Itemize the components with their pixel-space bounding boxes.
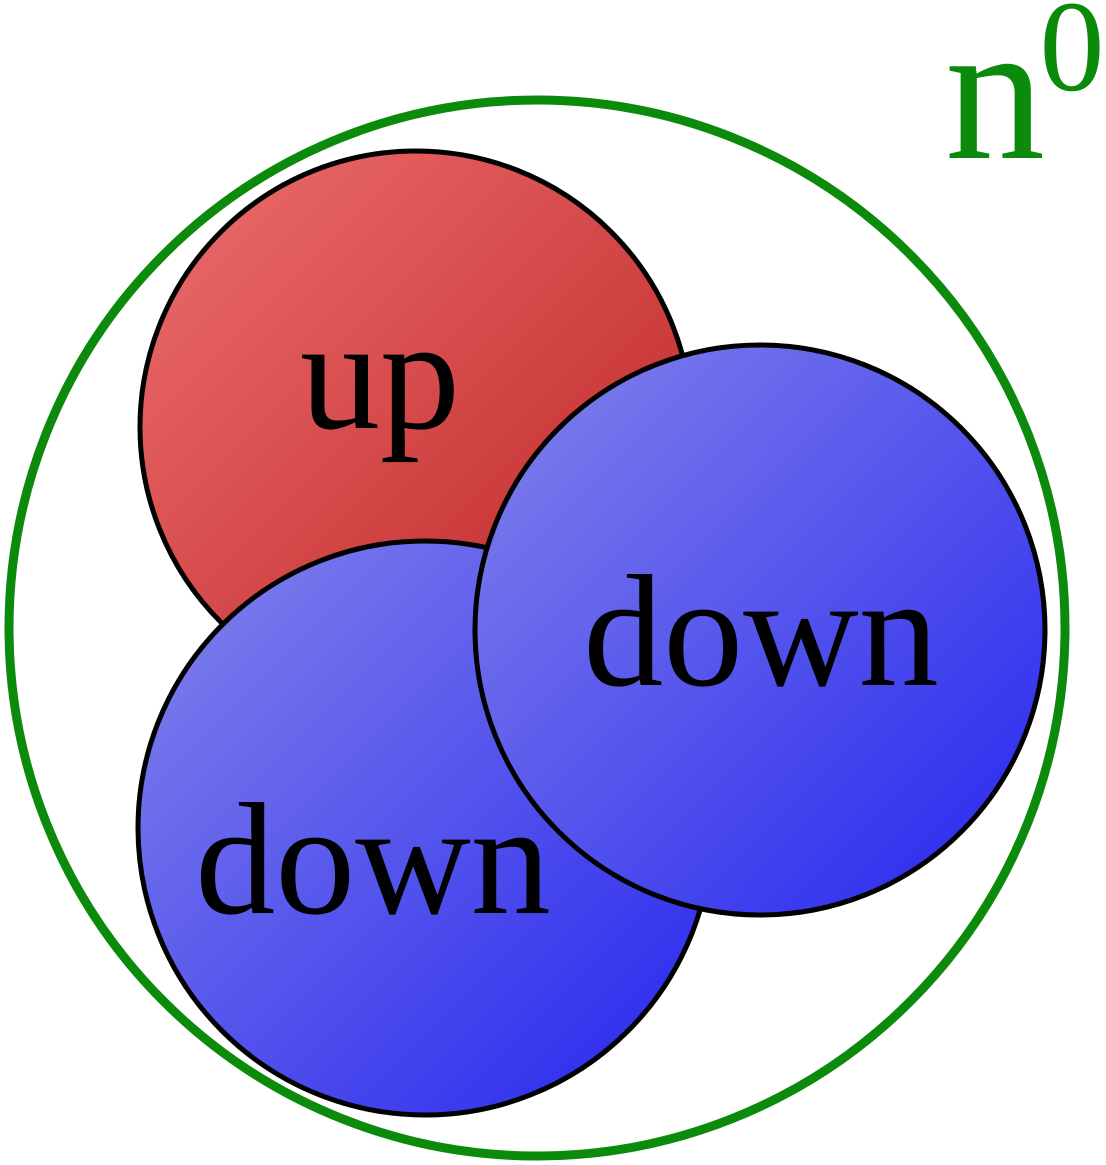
- down-quark-right-label: down: [583, 542, 939, 720]
- particle-symbol-n: n: [945, 0, 1045, 202]
- down-quark-right-circle: [472, 342, 1048, 918]
- particle-charge-superscript: 0: [1040, 0, 1105, 119]
- down-quark-left-label: down: [195, 770, 551, 948]
- up-quark-label: up: [300, 285, 460, 463]
